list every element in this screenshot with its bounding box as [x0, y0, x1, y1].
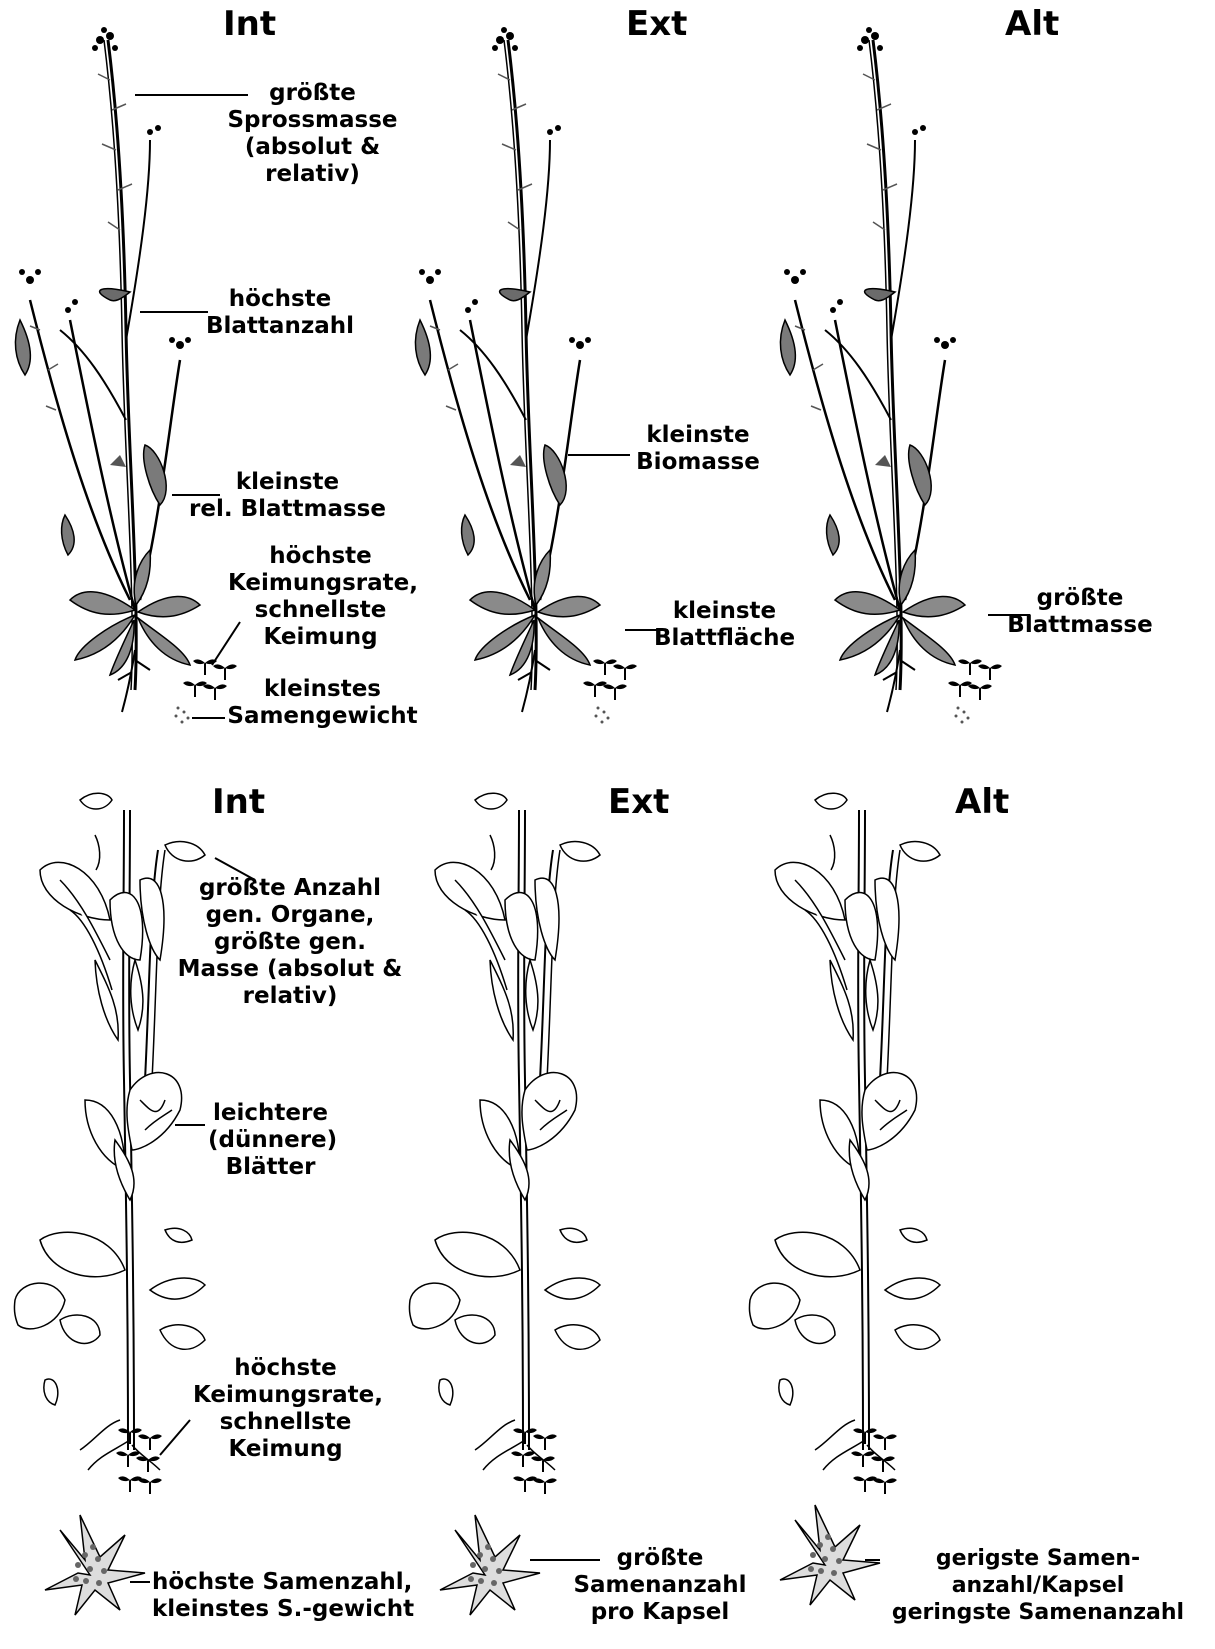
label-kleinstes-samengewicht: kleinstes Samengewicht: [220, 676, 425, 730]
bottom-header-int: Int: [212, 783, 265, 821]
label-groesste-anzahl-gen-organe: größte Anzahl gen. Organe, größte gen. M…: [175, 875, 405, 1010]
label-hoechste-blattanzahl: höchste Blattanzahl: [200, 286, 360, 340]
top-header-alt: Alt: [1005, 5, 1059, 43]
bottom-header-alt: Alt: [955, 783, 1009, 821]
top-header-int: Int: [223, 5, 276, 43]
label-hoechste-samenzahl: höchste Samenzahl, kleinstes S.-gewicht: [152, 1569, 422, 1623]
label-groesste-blattmasse: größte Blattmasse: [1005, 585, 1155, 639]
bottom-header-ext: Ext: [608, 783, 669, 821]
label-kleinste-biomasse: kleinste Biomasse: [628, 422, 768, 476]
bottom-int-capsule: [45, 1515, 145, 1615]
bottom-ext-seedlings: [511, 1428, 557, 1494]
top-alt-plant: [780, 27, 965, 712]
label-groesste-sprossmasse: größte Sprossmasse (absolut & relativ): [225, 80, 400, 188]
bottom-alt-plant: [749, 793, 940, 1470]
label-bottom-hoechste-keimungsrate: höchste Keimungsrate, schnellste Keimung: [193, 1355, 378, 1463]
top-ext-plant: [415, 27, 600, 712]
top-header-ext: Ext: [626, 5, 687, 43]
label-groesste-samenanzahl-pro-kapsel: größte Samenanzahl pro Kapsel: [565, 1545, 755, 1626]
bottom-int-seedlings: [116, 1428, 162, 1494]
top-int-plant: [15, 27, 200, 712]
label-leichtere-blaetter: leichtere (dünnere) Blätter: [208, 1100, 333, 1181]
label-top-hoechste-keimungsrate: höchste Keimungsrate, schnellste Keimung: [228, 543, 413, 651]
label-kleinste-rel-blattmasse: kleinste rel. Blattmasse: [185, 469, 390, 523]
bottom-alt-capsule: [780, 1505, 880, 1605]
top-alt-seedlings: [948, 659, 1002, 700]
bottom-alt-seedlings: [851, 1428, 897, 1494]
top-ext-seedlings: [583, 659, 637, 700]
bottom-ext-plant: [409, 793, 600, 1470]
bottom-ext-capsule: [440, 1515, 540, 1615]
label-geringste-samenanzahl: gerigste Samen- anzahl/Kapsel geringste …: [868, 1545, 1208, 1626]
label-kleinste-blattflaeche: kleinste Blattfläche: [642, 598, 807, 652]
